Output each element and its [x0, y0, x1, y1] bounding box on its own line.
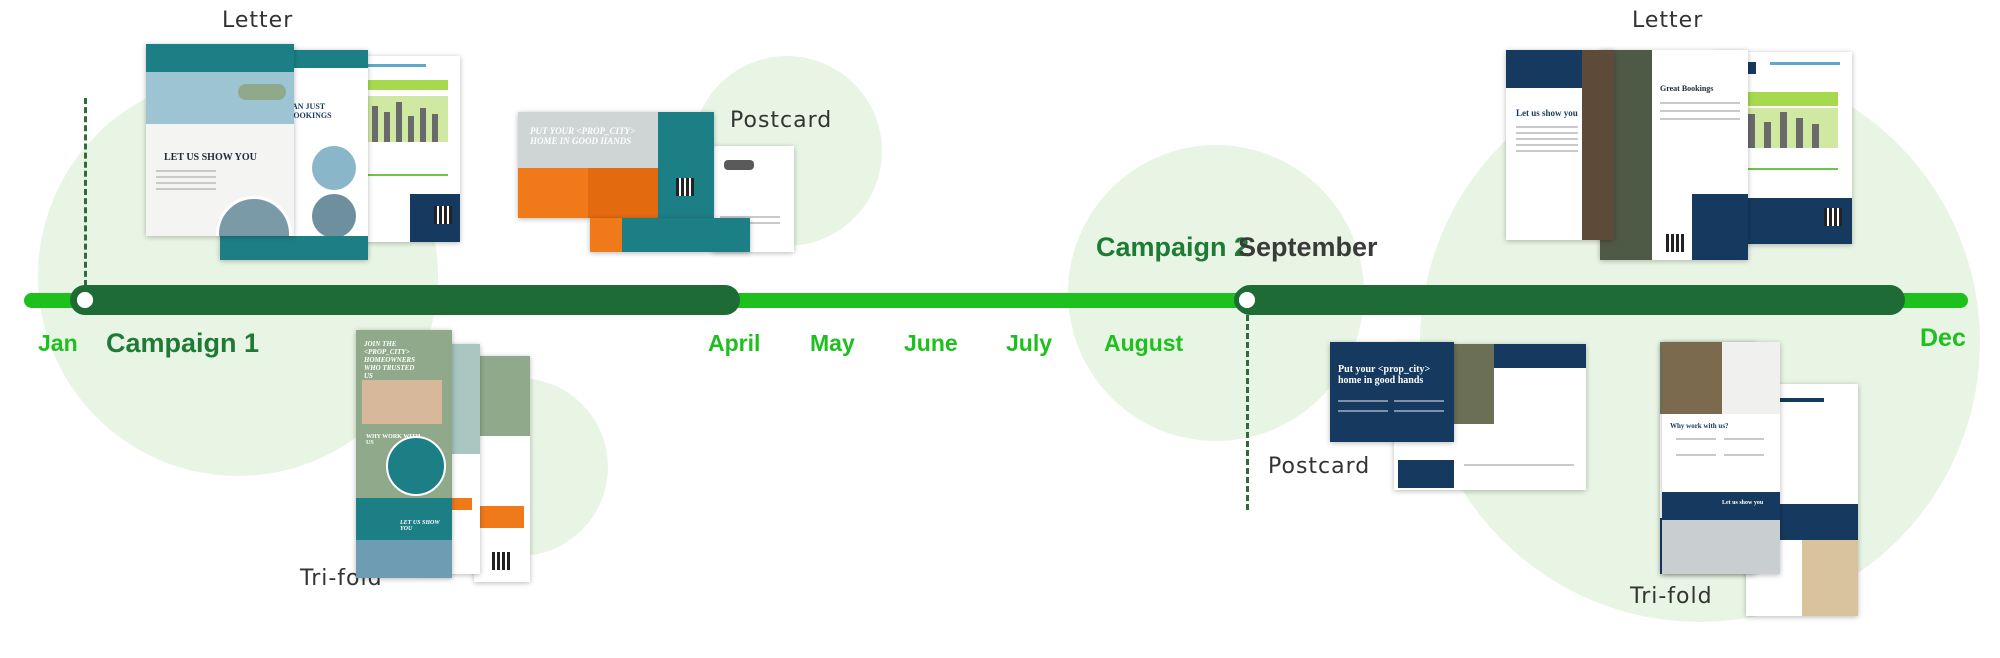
month-august: August [1104, 330, 1184, 356]
c2-postcard-label: Postcard [1268, 454, 1371, 479]
c1-postcard-bottom [590, 218, 750, 252]
c1-letter-page-3 [358, 56, 460, 242]
c1-trifold-sub-2: LET US SHOW YOU [400, 520, 440, 532]
campaign-2-node [1234, 287, 1260, 313]
c1-postcard-front: PUT YOUR <PROP_CITY> HOME IN GOOD HANDS [518, 112, 714, 218]
month-jan: Jan [38, 330, 78, 356]
c1-letter-headline-2: JAN JUST BOOKINGS [288, 102, 332, 120]
month-may: May [810, 330, 855, 356]
c1-trifold-back [474, 356, 530, 582]
c1-letter-page-1: LET US SHOW YOU [146, 44, 294, 236]
c1-letter-headline: LET US SHOW YOU [164, 152, 257, 163]
campaign-2-label: Campaign 2 [1096, 232, 1250, 262]
c2-trifold-front: Why work with us? Let us show you [1662, 342, 1780, 574]
campaign-1-label: Campaign 1 [106, 328, 260, 358]
campaign-1-marker-line [84, 98, 87, 286]
campaign-2-marker-line [1246, 315, 1249, 510]
c2-postcard-front: Put your <prop_city> home in good hands [1330, 342, 1454, 442]
campaign-1-node [72, 287, 98, 313]
c2-trifold-sub-2: Let us show you [1722, 500, 1764, 506]
c2-letter-headline-2: Great Bookings [1660, 84, 1714, 93]
campaign-1-span [70, 285, 740, 315]
campaign-2-span [1235, 285, 1905, 315]
c2-trifold-sub-1: Why work with us? [1670, 422, 1729, 430]
c2-trifold-label: Tri-fold [1630, 584, 1713, 609]
c1-trifold-sub-1: WHY WORK WITH US [366, 434, 421, 446]
c1-postcard-label: Postcard [730, 108, 833, 133]
month-june: June [904, 330, 958, 356]
month-april: April [708, 330, 761, 356]
c1-trifold-headline: JOIN THE <PROP_CITY> HOMEOWNERS WHO TRUS… [364, 340, 415, 380]
month-dec: Dec [1920, 324, 1966, 352]
c1-letter-label: Letter [222, 8, 294, 33]
c2-letter-label: Letter [1632, 8, 1704, 33]
c2-letter-page-2: Great Bookings [1600, 50, 1748, 260]
month-july: July [1006, 330, 1053, 356]
c2-postcard-headline: Put your <prop_city> home in good hands [1338, 364, 1431, 386]
c2-letter-headline: Let us show you [1516, 108, 1578, 118]
c1-trifold-front: JOIN THE <PROP_CITY> HOMEOWNERS WHO TRUS… [356, 330, 452, 578]
month-september: September [1238, 232, 1378, 262]
c2-letter-page-1: Let us show you [1506, 50, 1614, 240]
c1-postcard-headline: PUT YOUR <PROP_CITY> HOME IN GOOD HANDS [530, 126, 636, 146]
